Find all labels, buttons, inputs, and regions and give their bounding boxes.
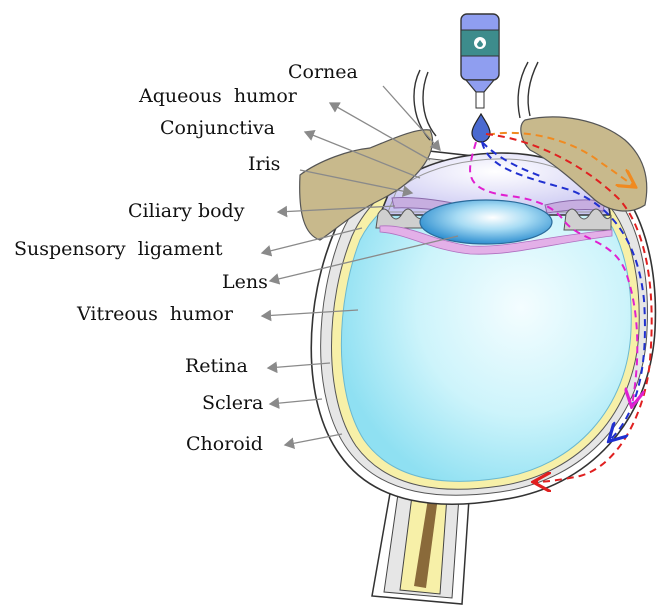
labels: Cornea Aqueous humor Conjunctiva Iris Ci… [14, 61, 358, 455]
label-aqueous-humor: Aqueous humor [138, 85, 298, 107]
label-cornea: Cornea [288, 61, 358, 83]
label-lens: Lens [222, 271, 268, 293]
leader-sclera [270, 399, 322, 404]
eye-drop-bottle [461, 14, 499, 108]
label-vitreous-humor: Vitreous humor [76, 303, 234, 325]
label-ciliary-body: Ciliary body [128, 200, 245, 222]
label-retina: Retina [185, 355, 248, 377]
label-iris: Iris [248, 153, 280, 175]
eye-drop [472, 114, 490, 142]
label-suspensory-ligament: Suspensory ligament [14, 238, 223, 260]
lens [420, 200, 552, 244]
label-choroid: Choroid [186, 433, 263, 455]
label-conjunctiva: Conjunctiva [160, 117, 275, 139]
label-sclera: Sclera [202, 392, 263, 414]
